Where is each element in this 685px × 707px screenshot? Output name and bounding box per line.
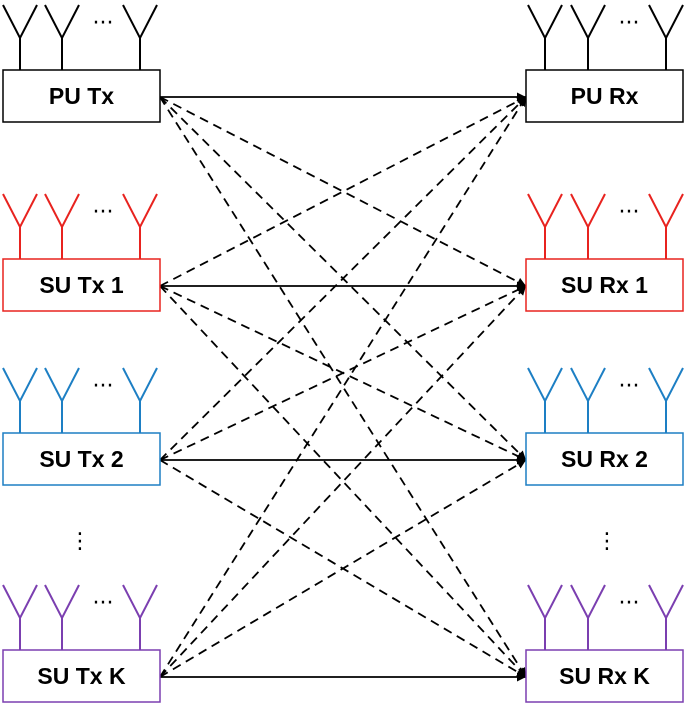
antenna-ellipsis: ··· — [93, 374, 114, 399]
antenna-icon — [44, 193, 80, 259]
su-rx-k-label: SU Rx K — [559, 663, 650, 689]
antenna-icon — [2, 193, 38, 259]
tx-vertical-ellipsis: ⋮ — [69, 529, 91, 554]
su-rx-1-label: SU Rx 1 — [561, 272, 648, 298]
antenna-icon — [2, 584, 38, 650]
antenna-icon — [527, 584, 563, 650]
link-su-tx-1-to-pu-rx — [159, 96, 527, 287]
antenna-icon — [527, 193, 563, 259]
su-rx-k-box — [525, 649, 684, 703]
antenna-icon — [44, 4, 80, 70]
antenna-ellipsis: ··· — [93, 11, 114, 36]
link-pu-tx-to-su-rx-1 — [159, 96, 527, 287]
su-tx-2-label: SU Tx 2 — [39, 446, 123, 472]
antenna-ellipsis: ··· — [619, 374, 640, 399]
su-tx-k-label: SU Tx K — [37, 663, 126, 689]
link-su-tx-2-to-pu-rx — [159, 96, 527, 461]
nodes-layer: ···PU Tx···SU Tx 1···SU Tx 2···SU Tx K··… — [2, 4, 684, 703]
antenna-icon — [527, 4, 563, 70]
su-tx-1-node: ··· SU Tx 1 — [2, 193, 161, 312]
links-layer — [159, 92, 527, 682]
antenna-icon — [2, 4, 38, 70]
antenna-icon — [648, 193, 684, 259]
su-rx-2-node: ··· SU Rx 2 — [525, 367, 684, 486]
antenna-ellipsis: ··· — [619, 591, 640, 616]
antenna-icon — [44, 367, 80, 433]
su-rx-2-box — [525, 432, 684, 486]
antenna-ellipsis: ··· — [619, 200, 640, 225]
antenna-ellipsis: ··· — [93, 591, 114, 616]
link-su-tx-k-to-pu-rx — [159, 96, 527, 678]
pu-rx-node: ··· PU Rx — [525, 4, 684, 123]
antenna-icon — [570, 4, 606, 70]
su-rx-2-label: SU Rx 2 — [561, 446, 648, 472]
antenna-icon — [648, 584, 684, 650]
pu-tx-node: ··· PU Tx — [2, 4, 161, 123]
antenna-icon — [570, 367, 606, 433]
pu-rx-label: PU Rx — [571, 83, 639, 109]
antenna-ellipsis: ··· — [93, 200, 114, 225]
antenna-icon — [122, 367, 158, 433]
antenna-icon — [570, 584, 606, 650]
su-tx-2-box — [2, 432, 161, 486]
su-tx-k-node: ··· SU Tx K — [2, 584, 161, 703]
su-rx-1-box — [525, 258, 684, 312]
link-pu-tx-to-su-rx-k — [159, 96, 527, 678]
antenna-icon — [122, 584, 158, 650]
pu-tx-label: PU Tx — [49, 83, 114, 109]
antenna-ellipsis: ··· — [619, 11, 640, 36]
link-su-tx-k-to-su-rx-2 — [159, 459, 527, 678]
antenna-icon — [122, 193, 158, 259]
su-tx-1-label: SU Tx 1 — [39, 272, 124, 298]
su-tx-2-node: ··· SU Tx 2 — [2, 367, 161, 486]
antenna-icon — [648, 4, 684, 70]
antenna-icon — [44, 584, 80, 650]
pu-tx-box — [2, 69, 161, 123]
antenna-icon — [122, 4, 158, 70]
su-tx-1-box — [2, 258, 161, 312]
antenna-icon — [2, 367, 38, 433]
su-tx-k-box — [2, 649, 161, 703]
link-su-tx-2-to-su-rx-1 — [159, 285, 527, 461]
antenna-icon — [570, 193, 606, 259]
su-rx-k-node: ··· SU Rx K — [525, 584, 684, 703]
antenna-icon — [527, 367, 563, 433]
antenna-icon — [648, 367, 684, 433]
su-rx-1-node: ··· SU Rx 1 — [525, 193, 684, 312]
pu-rx-box — [525, 69, 684, 123]
rx-vertical-ellipsis: ⋮ — [596, 529, 618, 554]
